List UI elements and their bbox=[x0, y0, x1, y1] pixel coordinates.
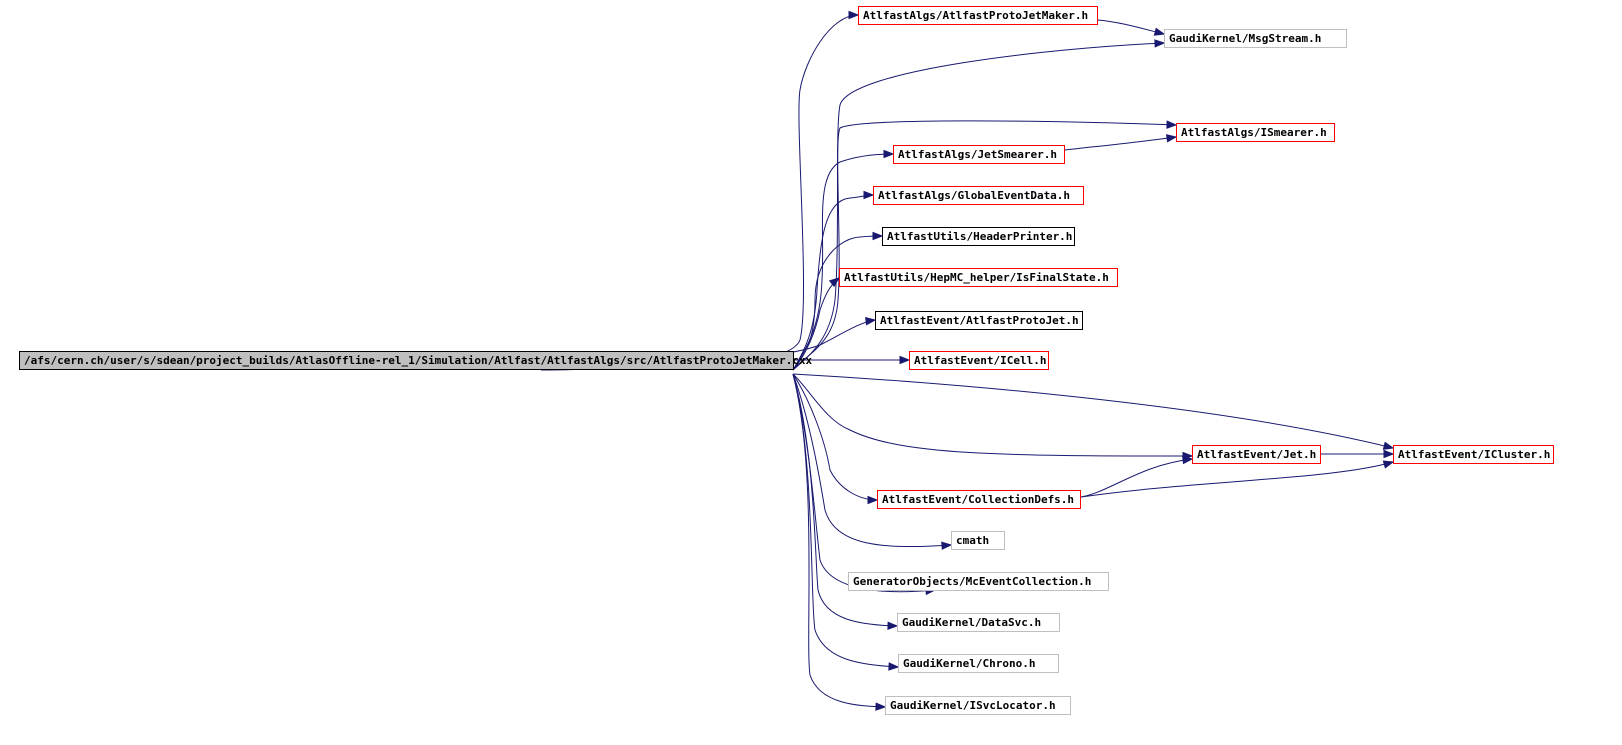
edge-root-to-n1 bbox=[540, 14, 859, 371]
edge-root-to-n17 bbox=[792, 373, 886, 708]
node-isvc-locator-h[interactable]: GaudiKernel/ISvcLocator.h bbox=[885, 696, 1071, 715]
node-atlfast-proto-jet-h[interactable]: AtlfastEvent/AtlfastProtoJet.h bbox=[875, 311, 1083, 330]
edge-root-to-n3 bbox=[792, 120, 1177, 371]
node-chrono-h[interactable]: GaudiKernel/Chrono.h bbox=[898, 654, 1059, 673]
node-label: /afs/cern.ch/user/s/sdean/project_builds… bbox=[24, 354, 813, 367]
arrowhead-root-to-n13 bbox=[941, 541, 953, 550]
arrowhead-root-to-n1 bbox=[848, 10, 860, 20]
edge-root-to-n13 bbox=[792, 373, 952, 548]
node-msg-stream-h[interactable]: GaudiKernel/MsgStream.h bbox=[1164, 29, 1347, 48]
node-mc-event-collection-h[interactable]: GeneratorObjects/McEventCollection.h bbox=[848, 572, 1109, 591]
node-ismearer-h[interactable]: AtlfastAlgs/ISmearer.h bbox=[1176, 123, 1335, 142]
node-label: cmath bbox=[956, 534, 990, 547]
node-cmath[interactable]: cmath bbox=[951, 531, 1005, 550]
arrowhead-root-to-n5 bbox=[863, 190, 875, 200]
edge-root-to-n5 bbox=[792, 194, 874, 371]
node-label: GaudiKernel/MsgStream.h bbox=[1169, 32, 1322, 45]
node-label: AtlfastUtils/HeaderPrinter.h bbox=[887, 230, 1073, 243]
arrowhead-root-to-n3 bbox=[1166, 120, 1178, 129]
node-jet-h[interactable]: AtlfastEvent/Jet.h bbox=[1192, 445, 1321, 464]
edge-root-to-n15 bbox=[792, 373, 898, 627]
edge-n12-to-n11 bbox=[1080, 461, 1394, 498]
arrowhead-root-to-n8 bbox=[865, 317, 877, 326]
node-label: AtlfastEvent/ICluster.h bbox=[1398, 448, 1551, 461]
node-label: AtlfastEvent/CollectionDefs.h bbox=[882, 493, 1075, 506]
node-label: AtlfastEvent/ICell.h bbox=[914, 354, 1047, 367]
node-label: GaudiKernel/DataSvc.h bbox=[902, 616, 1042, 629]
node-label: AtlfastEvent/Jet.h bbox=[1197, 448, 1317, 461]
arrowhead-n10-to-n11 bbox=[1383, 449, 1395, 459]
node-label: AtlfastEvent/AtlfastProtoJet.h bbox=[880, 314, 1079, 327]
arrowhead-root-to-n9 bbox=[899, 355, 911, 365]
node-label: AtlfastAlgs/AtlfastProtoJetMaker.h bbox=[863, 9, 1089, 22]
node-collection-defs-h[interactable]: AtlfastEvent/CollectionDefs.h bbox=[877, 490, 1081, 509]
node-label: AtlfastAlgs/JetSmearer.h bbox=[898, 148, 1057, 161]
arrowhead-n12-to-n11 bbox=[1382, 460, 1395, 469]
node-root-source-file[interactable]: /afs/cern.ch/user/s/sdean/project_builds… bbox=[19, 351, 813, 370]
node-label: AtlfastAlgs/ISmearer.h bbox=[1181, 126, 1327, 139]
node-jet-smearer-h[interactable]: AtlfastAlgs/JetSmearer.h bbox=[893, 145, 1065, 164]
arrowhead-root-to-n16 bbox=[888, 662, 900, 671]
node-label: GaudiKernel/ISvcLocator.h bbox=[890, 699, 1056, 712]
arrowhead-root-to-n2 bbox=[1154, 39, 1166, 48]
edge-root-to-n2 bbox=[792, 42, 1165, 371]
edge-root-to-n11 bbox=[792, 373, 1394, 449]
node-is-final-state-h[interactable]: AtlfastUtils/HepMC_helper/IsFinalState.h bbox=[839, 268, 1118, 287]
arrowhead-root-to-n6 bbox=[872, 231, 884, 241]
edge-root-to-n14 bbox=[792, 373, 936, 593]
node-label: GeneratorObjects/McEventCollection.h bbox=[853, 575, 1092, 588]
node-data-svc-h[interactable]: GaudiKernel/DataSvc.h bbox=[897, 613, 1060, 632]
arrowhead-root-to-n12 bbox=[867, 495, 879, 505]
node-global-event-data-h[interactable]: AtlfastAlgs/GlobalEventData.h bbox=[873, 186, 1084, 205]
arrowhead-root-to-n11 bbox=[1382, 441, 1395, 450]
edge-n1-to-n2 bbox=[1097, 19, 1165, 35]
arrowhead-n4-to-n3 bbox=[1166, 134, 1178, 143]
edge-root-to-n7 bbox=[792, 277, 840, 371]
arrowhead-root-to-n4 bbox=[883, 149, 895, 159]
node-icell-h[interactable]: AtlfastEvent/ICell.h bbox=[909, 351, 1049, 370]
arrowhead-root-to-n7 bbox=[828, 277, 841, 288]
node-label: AtlfastAlgs/GlobalEventData.h bbox=[878, 189, 1071, 202]
edge-n4-to-n3 bbox=[1064, 136, 1177, 151]
node-icluster-h[interactable]: AtlfastEvent/ICluster.h bbox=[1393, 445, 1554, 464]
node-label: GaudiKernel/Chrono.h bbox=[903, 657, 1036, 670]
arrowhead-n1-to-n2 bbox=[1153, 27, 1166, 36]
node-header-printer-h[interactable]: AtlfastUtils/HeaderPrinter.h bbox=[882, 227, 1075, 246]
arrowhead-n12-to-n10 bbox=[1182, 455, 1194, 465]
edge-root-to-n10 bbox=[792, 373, 1193, 457]
node-label: AtlfastUtils/HepMC_helper/IsFinalState.h bbox=[844, 271, 1109, 284]
edge-n12-to-n10 bbox=[1080, 458, 1193, 498]
edge-root-to-n12 bbox=[792, 373, 878, 501]
arrowhead-root-to-n17 bbox=[875, 702, 887, 711]
node-atlfast-proto-jet-maker-h[interactable]: AtlfastAlgs/AtlfastProtoJetMaker.h bbox=[858, 6, 1098, 25]
arrowhead-root-to-n15 bbox=[887, 621, 899, 630]
